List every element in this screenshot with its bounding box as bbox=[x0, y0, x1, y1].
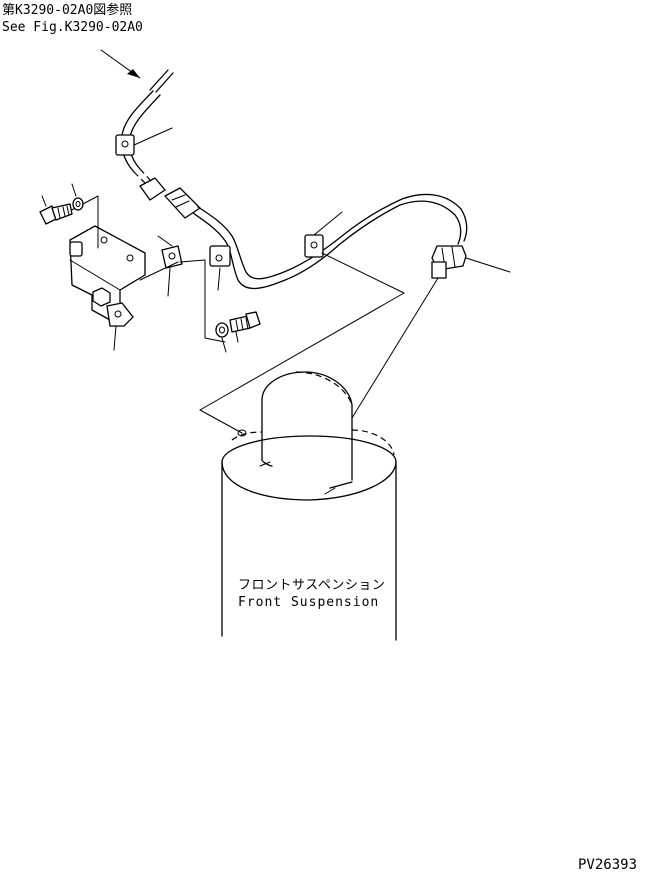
front-suspension bbox=[221, 371, 397, 641]
reference-note: 第K3290-02A0図参照 See Fig.K3290-02A0 bbox=[2, 2, 143, 35]
sensor bbox=[431, 245, 511, 279]
drawing-number: PV26393 bbox=[578, 857, 637, 873]
front-suspension-label-jp: フロントサスペンション bbox=[238, 578, 385, 593]
front-suspension-label-en: Front Suspension bbox=[238, 595, 379, 610]
bracket-clamp bbox=[139, 235, 226, 343]
bolt-washer-lower bbox=[215, 311, 261, 353]
connector-pair bbox=[139, 177, 201, 219]
bracket-assembly bbox=[65, 195, 146, 351]
sensor-location-leader bbox=[199, 252, 439, 434]
harness-clip-middle bbox=[304, 211, 343, 258]
front-suspension-label: フロントサスペンション Front Suspension bbox=[238, 578, 385, 610]
harness-clip-upper bbox=[115, 127, 173, 156]
harness-clip-lower bbox=[209, 245, 231, 291]
reference-arrow bbox=[100, 49, 141, 79]
reference-note-en: See Fig.K3290-02A0 bbox=[2, 20, 143, 35]
bolt-washer-upper bbox=[39, 183, 84, 225]
wire-harness bbox=[120, 69, 174, 187]
reference-note-jp: 第K3290-02A0図参照 bbox=[2, 2, 132, 18]
harness-to-rod bbox=[192, 193, 468, 290]
